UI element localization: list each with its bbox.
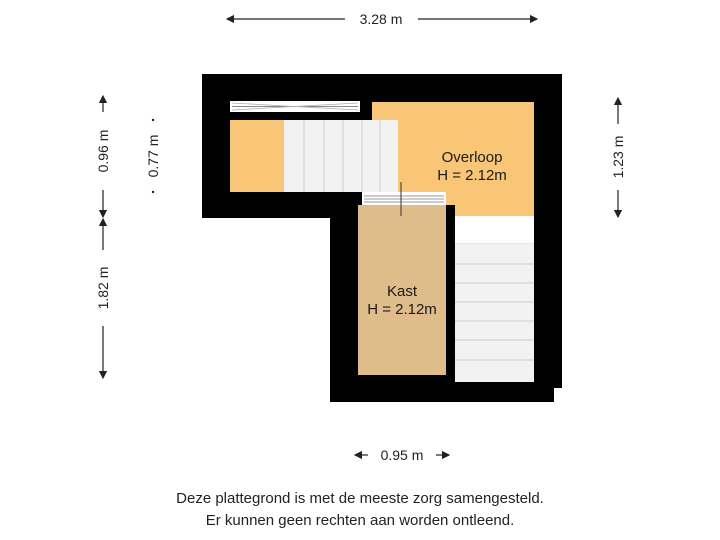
dimension-top: 3.28 m [225,11,539,27]
upper-stair-treads [303,120,381,192]
window-top [230,101,360,112]
lower-stair-treads [455,263,534,361]
dimension-top-label: 3.28 m [360,11,403,27]
dimension-left-lower-label: 1.82 m [95,267,111,310]
overloop-height: H = 2.12m [437,167,507,184]
lower-stairs [455,244,534,382]
disclaimer-line-2: Er kunnen geen rechten aan worden ontlee… [205,512,515,529]
overloop-left-area [230,120,284,192]
dimension-bottom-label: 0.95 m [381,447,424,463]
kast-room [358,205,446,375]
dimension-left-upper-label: 0.96 m [95,130,111,173]
dimension-right: 1.23 m [610,96,626,219]
disclaimer-line-1: Deze plattegrond is met de meeste zorg s… [176,490,544,507]
upper-stairs [284,120,398,192]
kast-name: Kast [387,283,418,300]
landing-strip [455,216,534,244]
dimension-left-inner: 0.77 m [145,118,161,194]
kast-door-strip [362,182,446,216]
dimension-left-upper: 0.96 m [95,94,111,219]
dimension-bottom: 0.95 m [353,447,451,463]
dimension-right-label: 1.23 m [610,136,626,179]
kast-height: H = 2.12m [367,301,437,318]
overloop-room [372,102,534,216]
dimension-left-lower: 1.82 m [95,217,111,380]
dimension-left-inner-label: 0.77 m [145,135,161,178]
overloop-name: Overloop [442,149,503,166]
